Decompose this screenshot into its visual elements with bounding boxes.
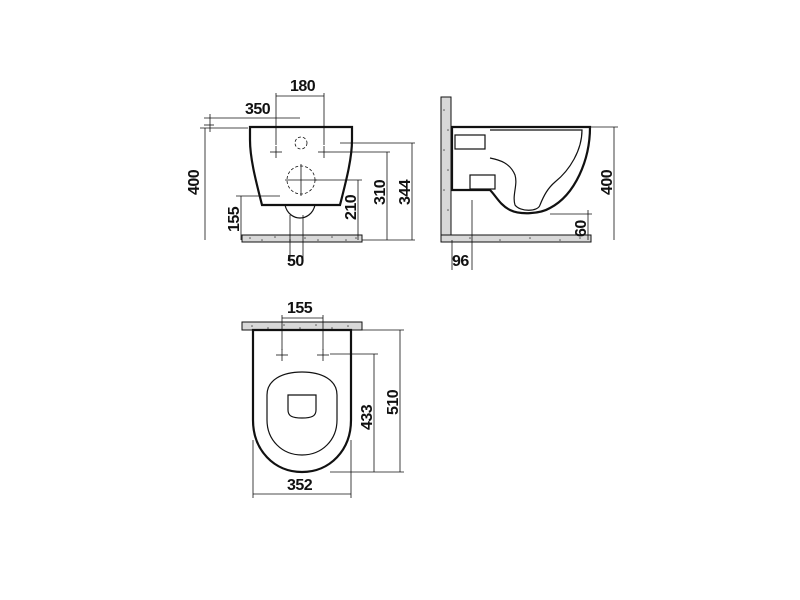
dim-label: 60 — [573, 220, 590, 237]
dim-155-front: 155 — [226, 195, 280, 240]
dim-label: 352 — [287, 477, 313, 494]
side-trap — [489, 129, 583, 211]
top-speckle — [251, 324, 349, 329]
top-wall — [241, 321, 363, 331]
dim-352: 352 — [252, 440, 352, 498]
dim-350: 350 — [204, 101, 300, 132]
dim-60: 60 — [550, 210, 592, 240]
top-outer — [251, 328, 353, 474]
side-wall — [440, 96, 452, 243]
dim-180: 180 — [275, 78, 325, 145]
dim-433: 433 — [330, 353, 378, 473]
dim-label: 180 — [290, 78, 316, 95]
dim-50: 50 — [287, 215, 305, 270]
dim-label: 50 — [287, 253, 304, 270]
dim-96: 96 — [451, 200, 473, 270]
dim-label: 510 — [385, 389, 402, 415]
front-fixing-holes — [270, 136, 330, 196]
dim-right-front: 210 310 344 — [315, 142, 415, 241]
dim-label: 350 — [245, 101, 271, 118]
front-view: 180 350 400 155 50 — [186, 78, 415, 270]
side-speckle — [443, 109, 581, 241]
dim-label: 400 — [186, 169, 203, 195]
side-bowl — [450, 125, 592, 215]
dim-510: 510 — [362, 329, 404, 473]
dim-label: 155 — [287, 300, 313, 317]
dim-label: 96 — [452, 253, 469, 270]
dim-label: 155 — [226, 206, 243, 232]
front-waste — [284, 204, 316, 219]
dim-155-top: 155 — [281, 300, 324, 350]
dim-400-side: 400 — [590, 126, 618, 240]
top-fixing-holes — [276, 349, 329, 361]
front-bowl — [248, 125, 354, 207]
top-view: 155 433 510 352 — [241, 300, 404, 498]
top-rim — [266, 371, 338, 456]
dim-label: 210 — [343, 194, 360, 220]
side-outlet — [469, 174, 496, 190]
dim-label: 310 — [372, 179, 389, 205]
side-inlet — [454, 134, 486, 150]
side-floor — [440, 234, 592, 243]
front-floor — [241, 234, 363, 243]
dim-label: 433 — [359, 404, 376, 430]
dim-label: 344 — [397, 179, 414, 205]
dim-400-front: 400 — [186, 127, 248, 240]
side-view: 400 60 96 — [440, 96, 618, 270]
top-outlet — [287, 394, 317, 419]
dim-label: 400 — [599, 169, 616, 195]
